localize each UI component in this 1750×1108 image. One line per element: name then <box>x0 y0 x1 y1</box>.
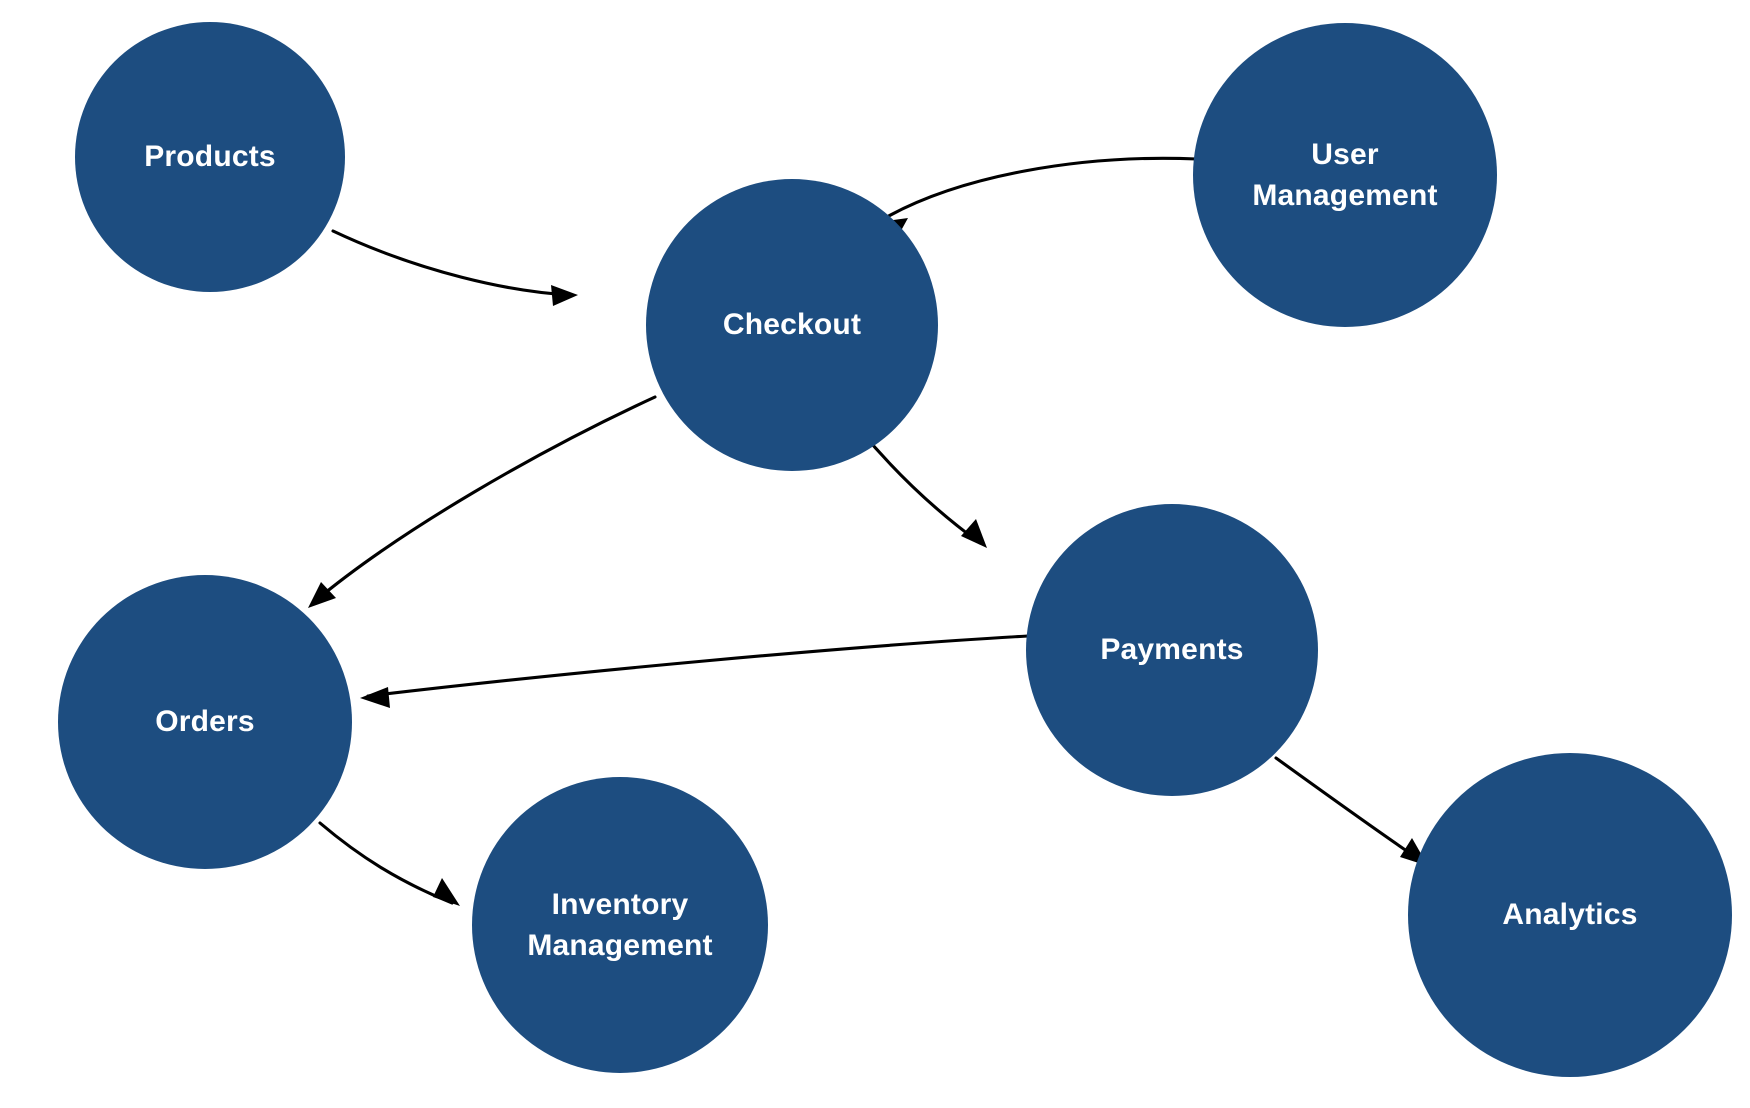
edge-payments-to-orders <box>360 634 1030 708</box>
edge-line <box>318 821 454 905</box>
node-label-payments: Payments <box>1100 633 1244 667</box>
node-label-user-management: User Management <box>1252 137 1438 212</box>
arrowhead-icon <box>360 687 390 708</box>
edge-payments-to-analytics <box>1274 756 1428 866</box>
edge-line <box>366 634 1030 698</box>
node-label-inventory-management: Inventory Management <box>527 887 713 962</box>
node-user-management[interactable]: User Management <box>1193 23 1497 327</box>
node-label-analytics: Analytics <box>1502 898 1638 932</box>
node-payments[interactable]: Payments <box>1026 504 1318 796</box>
node-products[interactable]: Products <box>75 22 345 292</box>
node-checkout[interactable]: Checkout <box>646 179 938 471</box>
edge-line <box>1274 756 1422 862</box>
edge-checkout-to-payments <box>858 428 987 548</box>
edge-user-management-to-checkout <box>879 156 1199 238</box>
node-orders[interactable]: Orders <box>58 575 352 869</box>
node-label-products: Products <box>144 140 276 174</box>
node-label-orders: Orders <box>155 705 255 739</box>
node-label-checkout: Checkout <box>722 308 862 342</box>
node-analytics[interactable]: Analytics <box>1408 753 1732 1077</box>
arrowhead-icon <box>308 582 336 608</box>
edge-checkout-to-orders <box>308 395 657 608</box>
edge-products-to-checkout <box>331 229 578 306</box>
edge-orders-to-inventory <box>318 821 460 906</box>
edge-line <box>331 229 573 297</box>
node-inventory-management[interactable]: Inventory Management <box>472 777 768 1073</box>
arrowhead-icon <box>551 285 578 306</box>
edge-line <box>883 156 1199 220</box>
edge-line <box>858 428 982 545</box>
arrowhead-icon <box>433 878 460 906</box>
edge-line <box>312 395 657 604</box>
arrowhead-icon <box>961 519 987 548</box>
